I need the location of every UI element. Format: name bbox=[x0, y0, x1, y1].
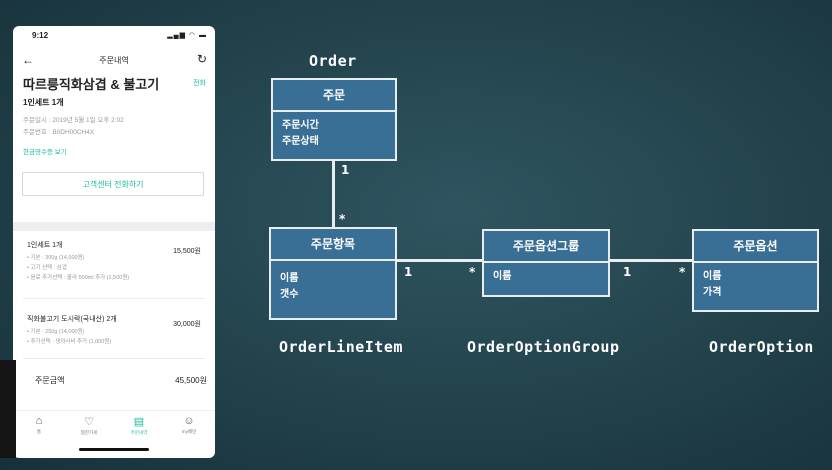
class-name-order-option-group: OrderOptionGroup bbox=[467, 338, 620, 356]
tab-label: 주문내역 bbox=[130, 430, 148, 435]
signal-wifi-battery-icon: ▂▄▆ ◠ ▬ bbox=[167, 32, 207, 39]
order-title: 1인세트 1개 bbox=[23, 98, 64, 107]
total-label: 주문금액 bbox=[35, 376, 65, 385]
uml-attribute: 갯수 bbox=[280, 289, 299, 300]
class-name-order-line-item: OrderLineItem bbox=[279, 338, 403, 356]
refresh-icon[interactable]: ↻ bbox=[196, 52, 207, 66]
association-line-order-item bbox=[332, 160, 335, 228]
call-link[interactable]: 전화 bbox=[193, 80, 206, 87]
receipt-icon: ▤ bbox=[133, 416, 145, 428]
tab-favorites[interactable]: ♡ 찜한가게 bbox=[69, 415, 109, 436]
status-bar: 9:12 ▂▄▆ ◠ ▬ bbox=[13, 26, 215, 46]
uml-attributes: 주문시간 주문상태 bbox=[273, 112, 395, 156]
class-name-order: Order bbox=[309, 52, 357, 70]
smile-icon: ☺ bbox=[183, 415, 195, 427]
bottom-tab-bar: ⌂ 홈 ♡ 찜한가게 ▤ 주문내역 ☺ my배민 bbox=[13, 410, 215, 458]
item-separator bbox=[23, 298, 205, 299]
back-arrow-icon[interactable]: ← bbox=[22, 53, 34, 67]
heart-icon: ♡ bbox=[84, 416, 94, 428]
uml-attribute: 이름 bbox=[703, 271, 722, 282]
order-item: 1인세트 1개 15,500원 • 기본 : 300g (14,000원) • … bbox=[27, 240, 207, 281]
uml-attribute: 가격 bbox=[703, 287, 722, 298]
uml-attributes: 이름 bbox=[484, 263, 608, 291]
item-price: 30,000원 bbox=[173, 321, 201, 328]
uml-attributes: 이름 가격 bbox=[694, 263, 817, 307]
multiplicity-label: * bbox=[339, 212, 346, 226]
multiplicity-label: 1 bbox=[623, 265, 632, 279]
multiplicity-label: * bbox=[469, 265, 476, 279]
tab-home[interactable]: ⌂ 홈 bbox=[19, 415, 59, 435]
item-option: • 음료 추가선택 : 콜라 500ml 추가 (1,500원) bbox=[27, 275, 130, 281]
home-indicator bbox=[79, 448, 149, 451]
section-divider bbox=[13, 222, 215, 231]
uml-attribute: 주문상태 bbox=[282, 136, 319, 147]
customer-center-call-button[interactable]: 고객센터 전화하기 bbox=[22, 172, 204, 196]
tab-label: 찜한가게 bbox=[80, 430, 98, 435]
video-overlay-edge bbox=[0, 360, 16, 458]
class-name-order-option: OrderOption bbox=[709, 338, 814, 356]
tab-label: 홈 bbox=[36, 429, 42, 434]
item-option: • 기본 : 250g (14,000원) bbox=[27, 329, 85, 335]
uml-attribute: 이름 bbox=[493, 271, 512, 282]
multiplicity-label: 1 bbox=[404, 265, 413, 279]
uml-attribute: 주문시간 bbox=[282, 120, 319, 131]
uml-class-order-line-item: 주문항목 이름 갯수 bbox=[269, 227, 397, 320]
uml-class-order-option-group: 주문옵션그룹 이름 bbox=[482, 229, 610, 297]
association-line-item-group bbox=[396, 259, 484, 262]
uml-class-title: 주문옵션 bbox=[694, 231, 817, 263]
total-value: 45,500원 bbox=[175, 376, 207, 385]
uml-attribute: 이름 bbox=[280, 273, 299, 284]
item-option: • 추가선택 : 생와사비 추가 (1,000원) bbox=[27, 339, 112, 345]
item-name: 1인세트 1개 bbox=[27, 242, 63, 249]
store-name: 따르릉직화삼겹 & 불고기 bbox=[23, 77, 160, 92]
home-icon: ⌂ bbox=[35, 415, 43, 427]
uml-class-order: 주문 주문시간 주문상태 bbox=[271, 78, 397, 161]
uml-class-order-option: 주문옵션 이름 가격 bbox=[692, 229, 819, 312]
nav-bar: ← 주문내역 ↻ bbox=[13, 52, 215, 70]
uml-class-title: 주문옵션그룹 bbox=[484, 231, 608, 263]
status-time: 9:12 bbox=[32, 31, 49, 40]
multiplicity-label: 1 bbox=[341, 163, 350, 177]
order-number: 주문번호 : B0DH00CH4X bbox=[23, 129, 95, 136]
order-history-phone-screen: 9:12 ▂▄▆ ◠ ▬ ← 주문내역 ↻ 따르릉직화삼겹 & 불고기 전화 1… bbox=[13, 26, 215, 458]
tab-my-baemin[interactable]: ☺ my배민 bbox=[169, 415, 209, 435]
tab-order-history[interactable]: ▤ 주문내역 bbox=[119, 415, 159, 436]
cash-receipt-link[interactable]: 현금영수증 보기 bbox=[23, 149, 67, 156]
uml-attributes: 이름 갯수 bbox=[271, 261, 395, 309]
tab-label: my배민 bbox=[181, 429, 197, 434]
item-option: • 고기 선택 : 삼겹 bbox=[27, 265, 67, 271]
item-price: 15,500원 bbox=[173, 248, 201, 255]
item-name: 직화불고기 도시락(국내산) 2개 bbox=[27, 316, 117, 323]
item-separator bbox=[23, 358, 205, 359]
order-item: 직화불고기 도시락(국내산) 2개 30,000원 • 기본 : 250g (1… bbox=[27, 314, 207, 345]
order-date: 주문일시 : 2019년 5월 1일 오후 2:02 bbox=[23, 117, 124, 124]
item-option: • 기본 : 300g (14,000원) bbox=[27, 255, 85, 261]
nav-title: 주문내역 bbox=[99, 56, 129, 65]
multiplicity-label: * bbox=[679, 265, 686, 279]
uml-class-title: 주문항목 bbox=[271, 229, 395, 261]
uml-class-title: 주문 bbox=[273, 80, 395, 112]
association-line-group-option bbox=[609, 259, 693, 262]
